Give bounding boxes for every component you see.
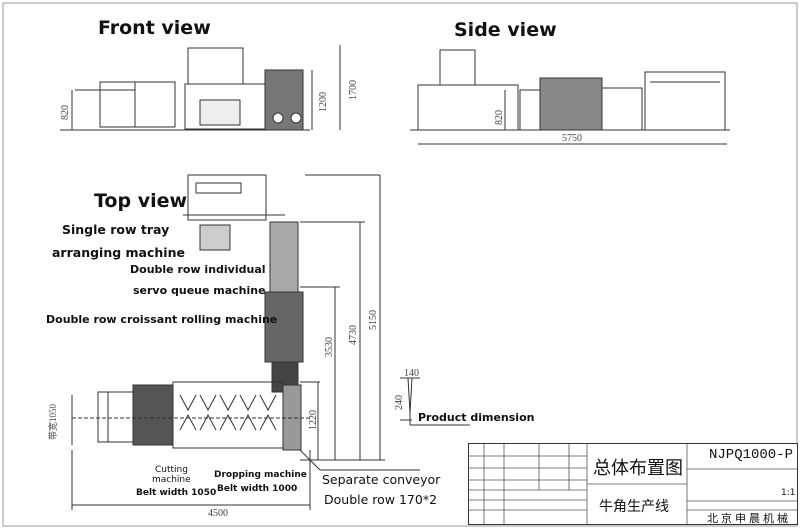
label-servo-2: servo queue machine — [133, 284, 266, 297]
top-view-title: Top view — [94, 190, 188, 212]
label-rolling: Double row croissant rolling machine — [46, 313, 278, 326]
label-servo-1: Double row individual — [130, 263, 266, 276]
dim-1200: 1200 — [318, 92, 329, 112]
label-double-row: Double row 170*2 — [324, 492, 438, 507]
label-cutting-1: Cutting — [155, 465, 188, 475]
dim-belt-1050: 带宽1050 — [48, 403, 58, 440]
front-view-title: Front view — [98, 17, 211, 39]
dim-side-820: 820 — [494, 110, 505, 125]
label-product-dimension: Product dimension — [418, 411, 535, 424]
dim-1700: 1700 — [348, 80, 359, 100]
dim-3530: 3530 — [324, 337, 335, 357]
title-block: 总体布置图 牛角生产线 NJPQ1000-P 1:1 北京申晨机械 — [468, 443, 798, 525]
top-view-drawing — [71, 174, 420, 510]
dim-front-820: 820 — [60, 105, 71, 120]
label-cutting-2: machine — [152, 475, 191, 485]
label-single-row-2: arranging machine — [52, 245, 185, 260]
dim-5150: 5150 — [368, 310, 379, 330]
dim-1220: 1220 — [308, 410, 319, 430]
dim-5750: 5750 — [562, 133, 582, 144]
label-cutting-belt: Belt width 1050 — [136, 488, 217, 498]
side-view-title: Side view — [454, 19, 557, 41]
label-separate-conveyor: Separate conveyor — [322, 472, 441, 487]
label-single-row-1: Single row tray — [62, 222, 170, 237]
drawing-title: 总体布置图 — [593, 458, 683, 479]
drawing-scale: 1:1 — [781, 488, 796, 498]
dim-4500: 4500 — [208, 508, 228, 519]
label-dropping: Dropping machine — [214, 470, 307, 480]
product-drawing — [400, 377, 470, 426]
dim-140: 140 — [404, 368, 419, 379]
label-dropping-belt: Belt width 1000 — [217, 484, 298, 494]
dim-240: 240 — [394, 395, 405, 410]
company-name: 北京申晨机械 — [707, 512, 791, 525]
drawing-code: NJPQ1000-P — [709, 447, 794, 463]
front-view-drawing — [60, 45, 341, 131]
dim-4730: 4730 — [348, 325, 359, 345]
drawing-subtitle: 牛角生产线 — [599, 499, 669, 515]
side-view-drawing — [410, 49, 730, 145]
